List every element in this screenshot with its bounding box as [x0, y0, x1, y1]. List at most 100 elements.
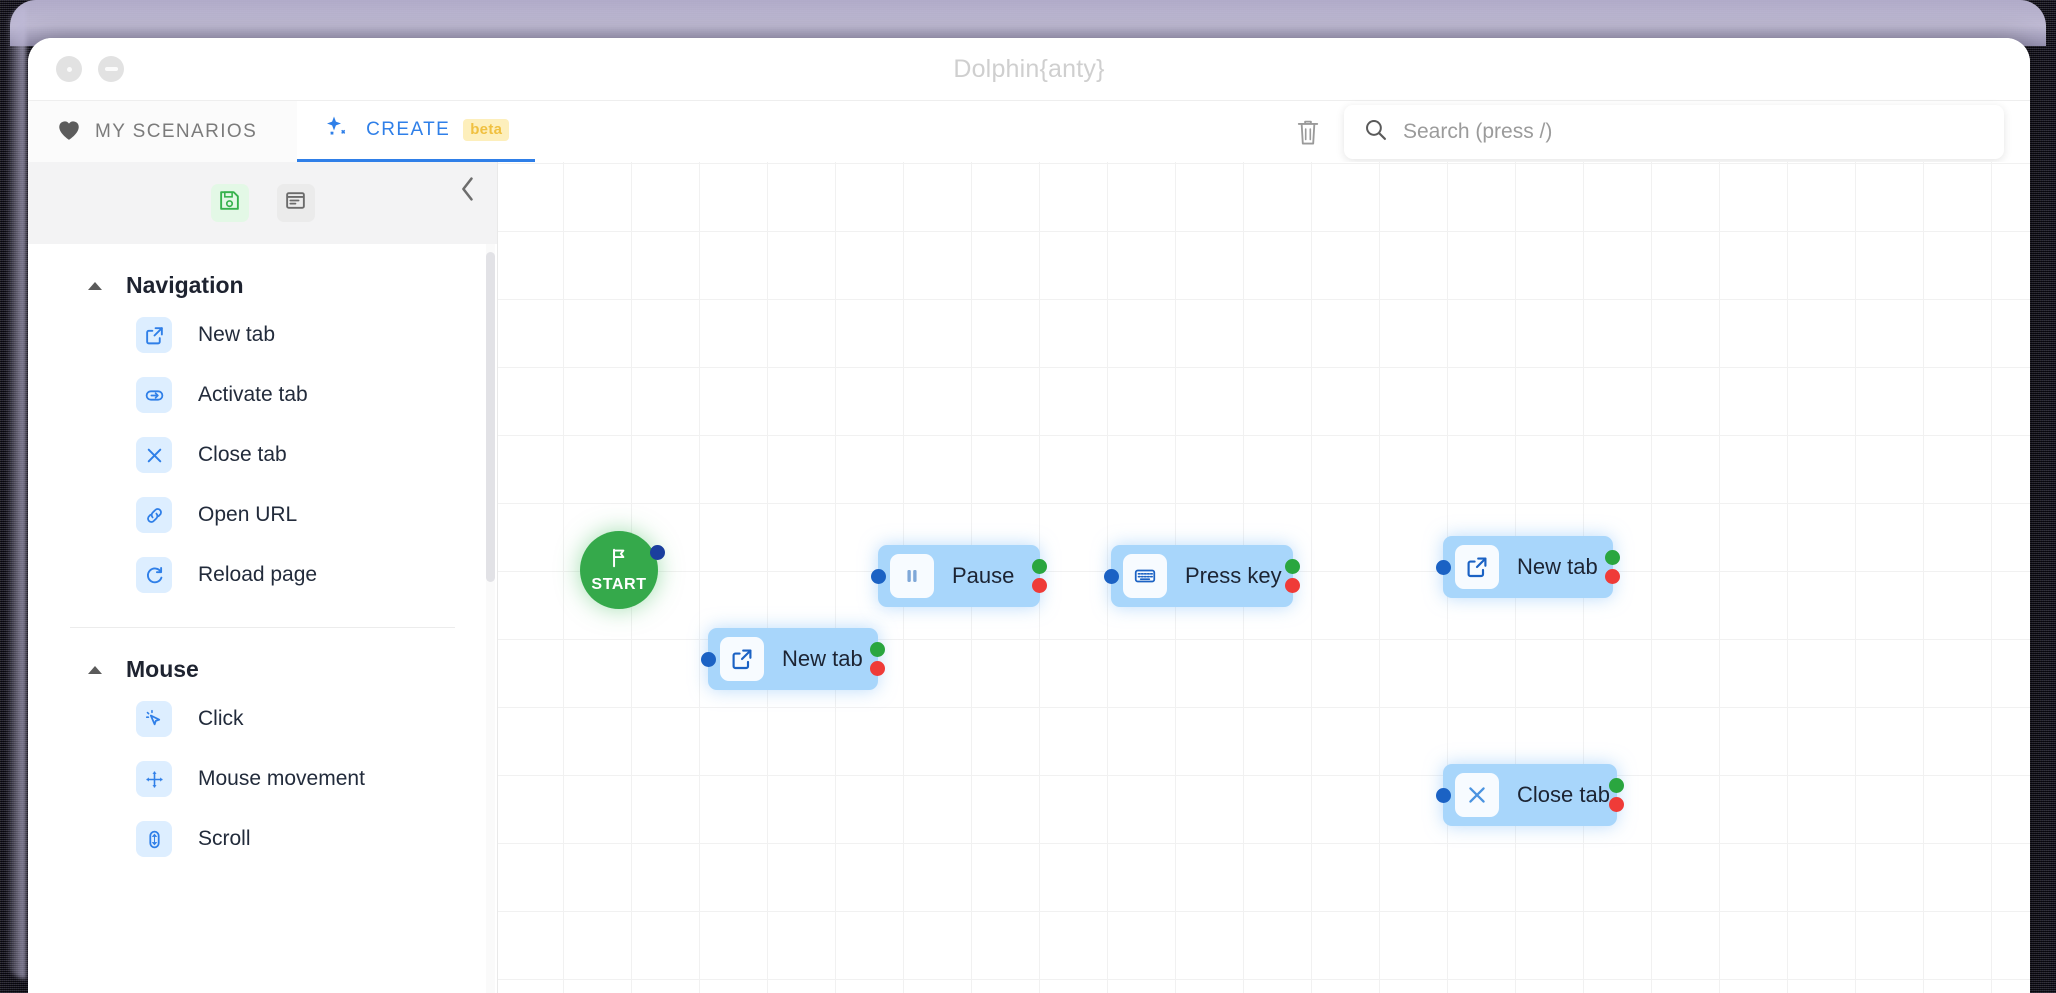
flow-node-new-tab-2-label: New tab: [1517, 554, 1598, 579]
flow-node-new-tab-2[interactable]: New tab: [1436, 536, 1620, 598]
chevron-up-icon: [88, 281, 102, 290]
sidebar-item-close-tab-label: Close tab: [198, 443, 287, 466]
sidebar-item-reload-page[interactable]: Reload page: [28, 545, 497, 605]
sidebar-group-mouse: Mouse Click: [28, 628, 497, 869]
sidebar-scroll-area[interactable]: Navigation New tab: [28, 244, 497, 993]
flow-node-start-label: START: [591, 575, 647, 593]
sidebar-group-navigation-header[interactable]: Navigation: [28, 244, 497, 305]
tab-create-label: CREATE: [366, 119, 451, 140]
beta-badge: beta: [463, 119, 510, 141]
flow-node-start[interactable]: START: [580, 531, 665, 609]
window-control-dot[interactable]: [56, 56, 82, 82]
sidebar-item-close-tab[interactable]: Close tab: [28, 425, 497, 485]
external-link-icon: [1455, 545, 1499, 589]
port-error[interactable]: [1285, 578, 1300, 593]
sidebar-divider: [70, 627, 455, 628]
cursor-click-icon: [136, 701, 172, 737]
flow-node-new-tab-1[interactable]: New tab: [701, 628, 885, 690]
tab-bar: MY SCENARIOS CREATE beta: [28, 100, 2030, 162]
window-controls: [56, 56, 124, 82]
sidebar-item-new-tab-label: New tab: [198, 323, 276, 346]
close-x-icon: [1455, 773, 1499, 817]
sidebar-item-open-url[interactable]: Open URL: [28, 485, 497, 545]
reload-icon: [136, 557, 172, 593]
flag-icon: [608, 547, 630, 574]
port-success[interactable]: [1285, 559, 1300, 574]
save-icon: [218, 189, 241, 217]
port-output[interactable]: [650, 545, 665, 560]
port-error[interactable]: [1032, 578, 1047, 593]
tab-my-scenarios-label: MY SCENARIOS: [95, 120, 258, 142]
sidebar-scrollbar-thumb[interactable]: [486, 252, 495, 582]
port-input[interactable]: [1436, 560, 1451, 575]
port-error[interactable]: [1609, 797, 1624, 812]
close-x-icon: [136, 437, 172, 473]
sidebar-item-activate-tab-label: Activate tab: [198, 383, 308, 406]
scroll-icon: [136, 821, 172, 857]
save-button[interactable]: [210, 184, 249, 222]
port-input[interactable]: [701, 652, 716, 667]
sidebar-item-scroll[interactable]: Scroll: [28, 809, 497, 869]
port-input[interactable]: [871, 569, 886, 584]
port-success[interactable]: [1609, 778, 1624, 793]
sidebar-item-mouse-movement-label: Mouse movement: [198, 767, 365, 790]
port-input[interactable]: [1436, 788, 1451, 803]
flow-canvas[interactable]: START New tab: [498, 162, 2030, 993]
heart-icon: [56, 117, 82, 146]
flow-node-press-key[interactable]: Press key: [1104, 545, 1300, 607]
sidebar-item-click[interactable]: Click: [28, 689, 497, 749]
window-control-minimize[interactable]: [98, 56, 124, 82]
port-error[interactable]: [870, 661, 885, 676]
notes-button[interactable]: [276, 184, 315, 222]
toolbar-right: [1294, 101, 2030, 162]
sidebar-group-navigation-title: Navigation: [126, 272, 244, 298]
dot-icon: [66, 66, 72, 72]
sidebar-item-click-label: Click: [198, 707, 244, 730]
tab-my-scenarios[interactable]: MY SCENARIOS: [28, 101, 298, 162]
port-success[interactable]: [870, 642, 885, 657]
pause-icon: [890, 554, 934, 598]
search-icon: [1364, 118, 1387, 146]
page-title: Dolphin{anty}: [953, 54, 1105, 83]
search-input[interactable]: [1403, 119, 1984, 144]
sparkle-icon: [323, 114, 353, 147]
external-link-icon: [720, 637, 764, 681]
chevron-left-icon: [457, 177, 479, 208]
sidebar-item-activate-tab[interactable]: Activate tab: [28, 365, 497, 425]
keyboard-icon: [1123, 554, 1167, 598]
collapse-sidebar-button[interactable]: [457, 174, 479, 209]
port-success[interactable]: [1605, 550, 1620, 565]
flow-node-pause-label: Pause: [952, 563, 1015, 588]
sidebar-group-mouse-title: Mouse: [126, 656, 199, 682]
external-link-icon: [136, 317, 172, 353]
window-frame-accent-left: [6, 8, 26, 979]
notes-icon: [284, 189, 307, 217]
sidebar-item-scroll-label: Scroll: [198, 827, 251, 850]
chain-link-icon: [136, 497, 172, 533]
sidebar: Navigation New tab: [28, 162, 498, 993]
move-arrows-icon: [136, 761, 172, 797]
flow-node-new-tab-1-label: New tab: [782, 646, 863, 671]
sidebar-scrollbar-track[interactable]: [486, 244, 495, 993]
sidebar-group-mouse-header[interactable]: Mouse: [28, 628, 497, 689]
chevron-up-icon: [88, 665, 102, 674]
port-input[interactable]: [1104, 569, 1119, 584]
sidebar-item-mouse-movement[interactable]: Mouse movement: [28, 749, 497, 809]
flow-node-close-tab-label: Close tab: [1517, 782, 1610, 807]
flow-edges: [498, 162, 798, 312]
link-arrow-icon: [136, 377, 172, 413]
tab-create[interactable]: CREATE beta: [297, 101, 536, 162]
flow-node-press-key-label: Press key: [1185, 563, 1282, 588]
minimize-icon: [104, 67, 118, 71]
search-box[interactable]: [1344, 104, 2004, 159]
sidebar-item-new-tab[interactable]: New tab: [28, 305, 497, 365]
trash-icon[interactable]: [1294, 117, 1322, 147]
title-bar: Dolphin{anty}: [28, 38, 2030, 100]
port-success[interactable]: [1032, 559, 1047, 574]
port-error[interactable]: [1605, 569, 1620, 584]
main-area: Navigation New tab: [28, 162, 2030, 993]
app-window: Dolphin{anty} MY SCENARIOS CREATE beta: [28, 38, 2030, 993]
flow-node-pause[interactable]: Pause: [871, 545, 1047, 607]
sidebar-item-open-url-label: Open URL: [198, 503, 298, 526]
flow-node-close-tab[interactable]: Close tab: [1436, 764, 1624, 826]
